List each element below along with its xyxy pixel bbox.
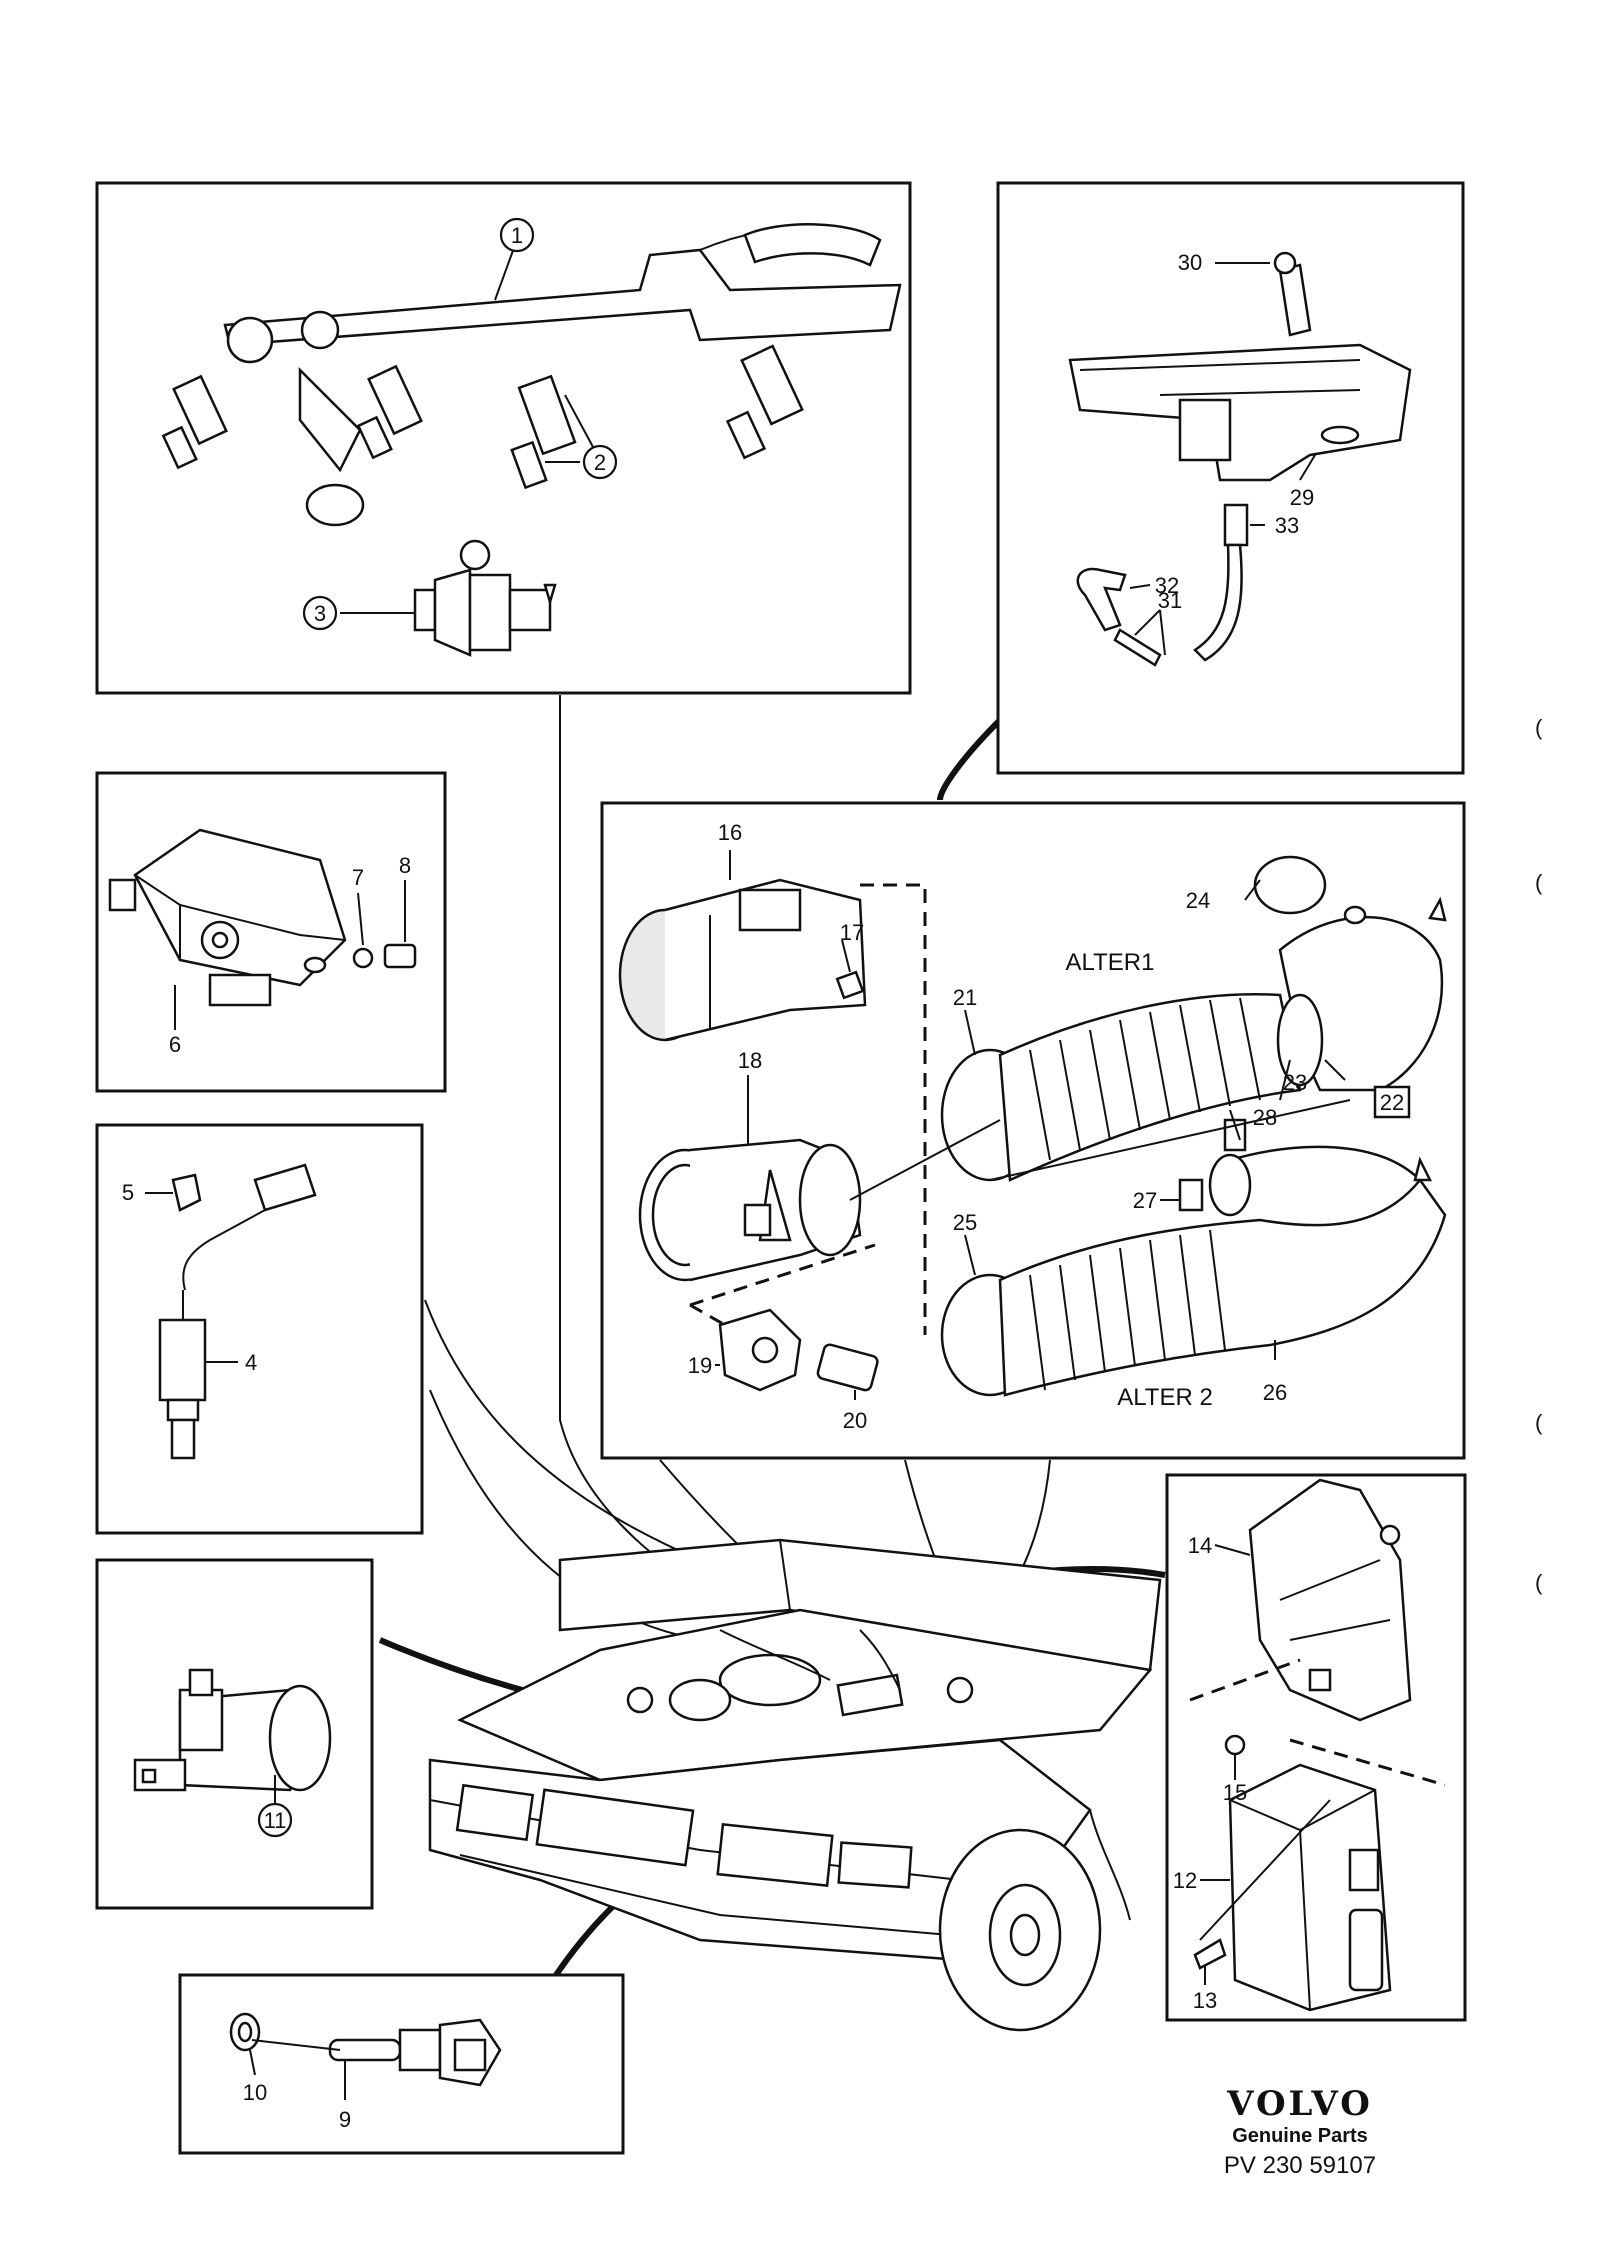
intake-hose-alter2 bbox=[940, 1118, 1447, 1397]
intake-hose-alter1 bbox=[940, 855, 1447, 1182]
label-7: 7 bbox=[352, 865, 364, 890]
label-23: 23 bbox=[1283, 1070, 1307, 1095]
label-27: 27 bbox=[1133, 1188, 1157, 1213]
label-9: 9 bbox=[339, 2107, 351, 2132]
panel-bracket-hoses: 30 29 33 32 31 bbox=[996, 181, 1465, 775]
panel-temperature-sensor: 10 9 bbox=[178, 1973, 625, 2155]
label-2: 2 bbox=[594, 450, 606, 475]
label-10: 10 bbox=[243, 2080, 267, 2105]
air-mass-meter bbox=[618, 878, 867, 1042]
label-18: 18 bbox=[738, 1048, 762, 1073]
injector-1 bbox=[161, 374, 228, 470]
panel-control-unit: 14 15 12 13 bbox=[1165, 1473, 1467, 2022]
label-25: 25 bbox=[953, 1210, 977, 1235]
label-29: 29 bbox=[1290, 485, 1314, 510]
brand-block: VOLVO Genuine Parts PV 230 59107 bbox=[1224, 2084, 1376, 2179]
label-16: 16 bbox=[718, 820, 742, 845]
label-12: 12 bbox=[1173, 1868, 1197, 1893]
brand-subtitle: Genuine Parts bbox=[1232, 2125, 1368, 2147]
margin-marks: ( ( ( ( bbox=[1535, 715, 1543, 1595]
panel-throttle-switch: 7 8 6 bbox=[95, 771, 447, 1093]
label-22: 22 bbox=[1380, 1090, 1404, 1115]
label-20: 20 bbox=[843, 1408, 867, 1433]
pressure-regulator bbox=[413, 539, 557, 657]
label-28: 28 bbox=[1253, 1105, 1277, 1130]
panel-air-mass-meter: 16 17 18 19 20 21 22 23 24 25 26 27 28 A… bbox=[600, 801, 1466, 1460]
label-alter2: ALTER 2 bbox=[1117, 1384, 1213, 1411]
injector-2 bbox=[356, 364, 423, 460]
callout-1 bbox=[499, 217, 535, 253]
label-24: 24 bbox=[1186, 888, 1210, 913]
label-6: 6 bbox=[169, 1032, 181, 1057]
car-illustration bbox=[428, 1538, 1162, 2032]
callout-2 bbox=[582, 444, 618, 480]
margin-mark: ( bbox=[1535, 870, 1543, 895]
part-code: PV 230 59107 bbox=[1224, 2152, 1376, 2179]
label-26: 26 bbox=[1263, 1380, 1287, 1405]
label-1: 1 bbox=[511, 223, 523, 248]
panel-fuel-rail: 1 2 3 bbox=[95, 181, 912, 695]
label-14: 14 bbox=[1188, 1533, 1212, 1558]
label-4: 4 bbox=[245, 1350, 257, 1375]
injector-3 bbox=[510, 374, 601, 490]
callout-11 bbox=[257, 1802, 293, 1838]
label-31: 31 bbox=[1158, 588, 1182, 613]
margin-mark: ( bbox=[1535, 1410, 1543, 1435]
label-33: 33 bbox=[1275, 513, 1299, 538]
label-5: 5 bbox=[122, 1180, 134, 1205]
panel-oxygen-sensor: 5 4 bbox=[95, 1123, 424, 1535]
label-3: 3 bbox=[314, 601, 326, 626]
label-19: 19 bbox=[688, 1353, 712, 1378]
margin-mark: ( bbox=[1535, 1570, 1543, 1595]
callout-3 bbox=[302, 595, 338, 631]
label-30: 30 bbox=[1178, 250, 1202, 275]
brand-logo: VOLVO bbox=[1226, 2084, 1373, 2124]
label-17: 17 bbox=[840, 920, 864, 945]
margin-mark: ( bbox=[1535, 715, 1543, 740]
label-11: 11 bbox=[264, 1808, 287, 1833]
throttle-housing bbox=[638, 1138, 862, 1282]
label-alter1: ALTER1 bbox=[1066, 949, 1155, 976]
label-32: 32 bbox=[1155, 573, 1179, 598]
label-21: 21 bbox=[953, 985, 977, 1010]
label-8: 8 bbox=[399, 853, 411, 878]
label-13: 13 bbox=[1193, 1988, 1217, 2013]
label-15: 15 bbox=[1223, 1780, 1247, 1805]
injector-4 bbox=[725, 344, 804, 460]
panel-idle-air-valve: 11 bbox=[95, 1558, 374, 1910]
